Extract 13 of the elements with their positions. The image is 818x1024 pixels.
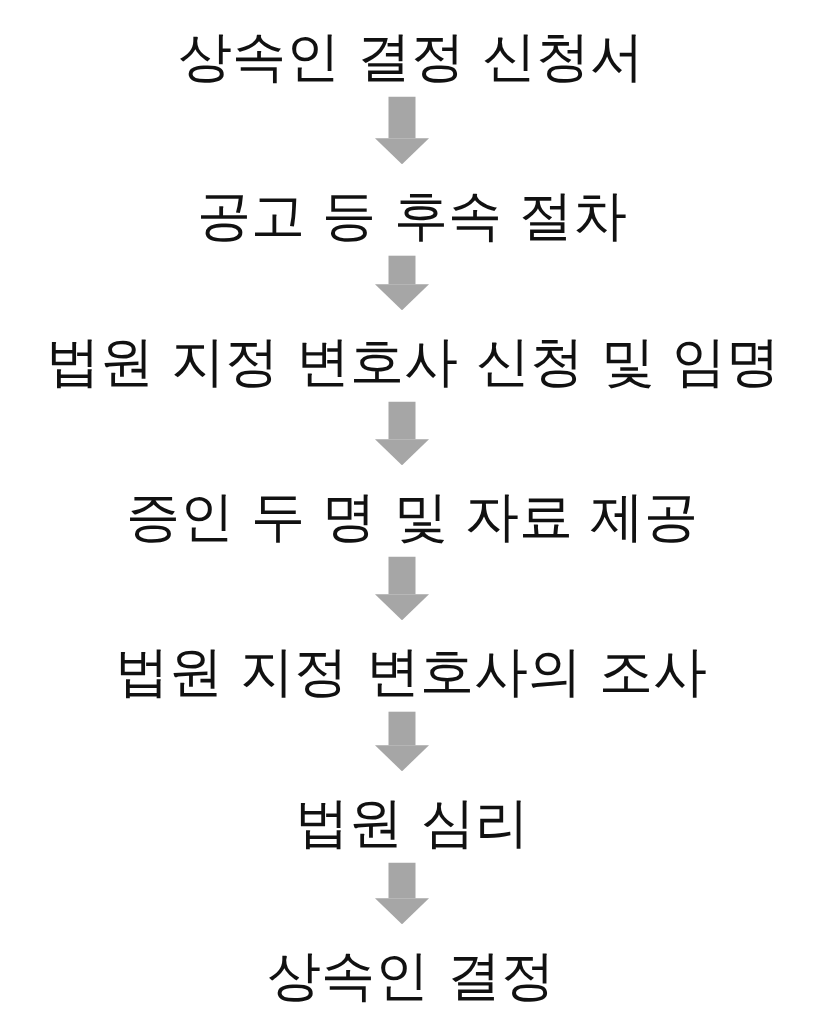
arrow [375, 401, 429, 466]
arrow [375, 711, 429, 772]
arrow [375, 862, 429, 925]
arrow [375, 255, 429, 311]
arrow [375, 96, 429, 165]
step-text: 공고 등 후속 절차 [197, 186, 627, 246]
step-text: 법원 심리 [295, 793, 529, 853]
step-text: 상속인 결정 신청서 [177, 27, 645, 87]
step-text: 상속인 결정 [267, 946, 555, 1006]
step-text: 법원 지정 변호사 신청 및 임명 [46, 332, 780, 392]
step-text: 증인 두 명 및 자료 제공 [126, 487, 698, 547]
step-text: 법원 지정 변호사의 조사 [115, 642, 707, 702]
arrow [375, 556, 429, 621]
